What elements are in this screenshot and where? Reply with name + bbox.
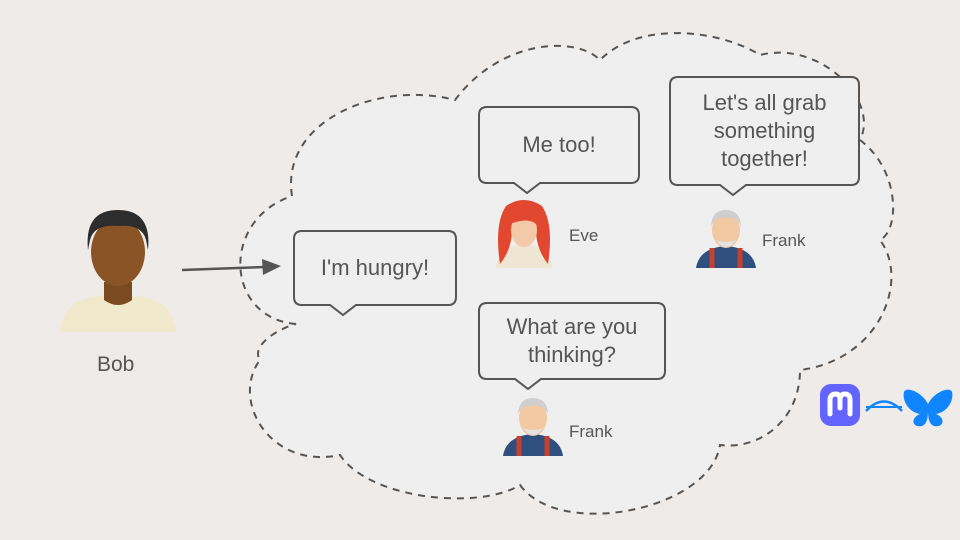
bubble-text-eve: Me too! (522, 132, 596, 157)
name-frank-bottom: Frank (569, 422, 613, 441)
mastodon-logo-icon (820, 384, 860, 426)
bridge-icon (865, 400, 903, 412)
bubble-text-bob: I'm hungry! (320, 255, 430, 280)
bluesky-butterfly-icon (903, 389, 953, 427)
speech-bubble-frank-bottom (478, 302, 666, 391)
name-bob: Bob (97, 353, 135, 376)
old-man-avatar-icon (503, 398, 563, 456)
name-eve: Eve (569, 226, 599, 245)
speech-bubble-frank-top (669, 76, 860, 197)
speech-bubble-bob (293, 230, 457, 317)
woman-avatar-icon (496, 200, 552, 268)
bubble-text-frank-bottom: What are you thinking? (506, 314, 638, 367)
arrow (181, 259, 281, 275)
bubble-text-frank-top: Let's all grab something together! (702, 90, 827, 171)
name-frank-top: Frank (762, 231, 806, 250)
man-avatar-icon (60, 210, 176, 332)
old-man-avatar-icon (696, 210, 756, 268)
speech-bubble-eve (478, 106, 640, 195)
